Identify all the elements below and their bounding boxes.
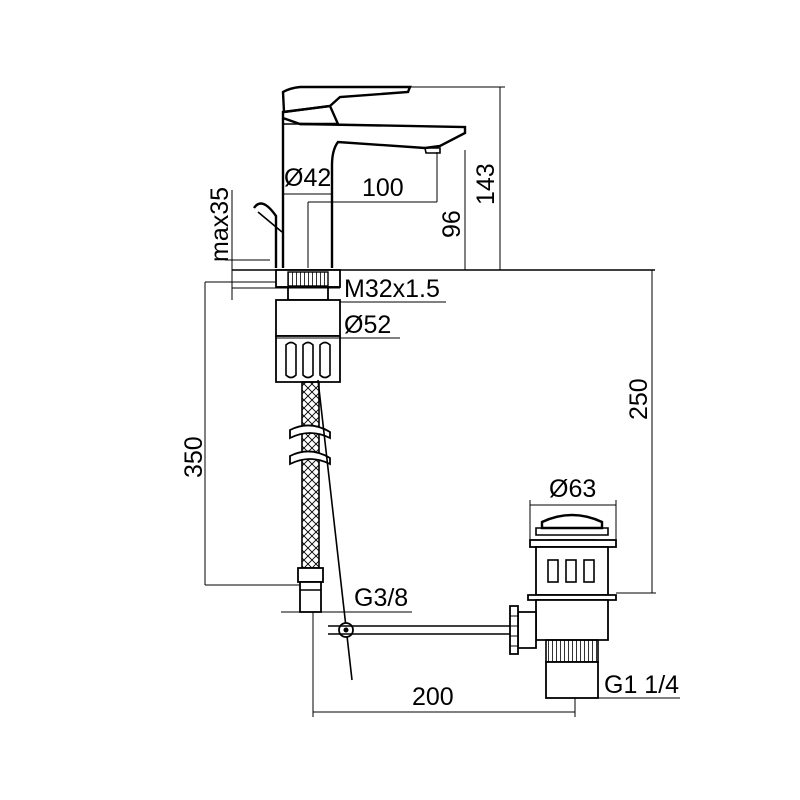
label-m32: M32x1.5 xyxy=(344,275,440,303)
popup-rod xyxy=(253,202,283,268)
label-200: 200 xyxy=(412,683,454,711)
label-96: 96 xyxy=(438,210,466,238)
label-143: 143 xyxy=(472,163,500,205)
waste-drain xyxy=(509,513,617,699)
label-d52: Ø52 xyxy=(344,311,391,339)
dimension-labels: Ø42 100 143 96 max35 M32x1.5 Ø52 350 250… xyxy=(180,163,679,711)
mounting-fixture xyxy=(232,269,655,383)
popup-linkage xyxy=(317,379,512,681)
label-d63: Ø63 xyxy=(549,475,596,503)
label-100: 100 xyxy=(362,174,404,202)
flex-hose xyxy=(289,381,331,613)
label-g38: G3/8 xyxy=(354,584,408,612)
label-g114: G1 1/4 xyxy=(604,671,679,699)
label-d42: Ø42 xyxy=(284,164,331,192)
label-max35: max35 xyxy=(206,187,234,262)
label-350: 350 xyxy=(180,436,208,478)
dimension-lines xyxy=(204,86,680,717)
label-250: 250 xyxy=(625,378,653,420)
